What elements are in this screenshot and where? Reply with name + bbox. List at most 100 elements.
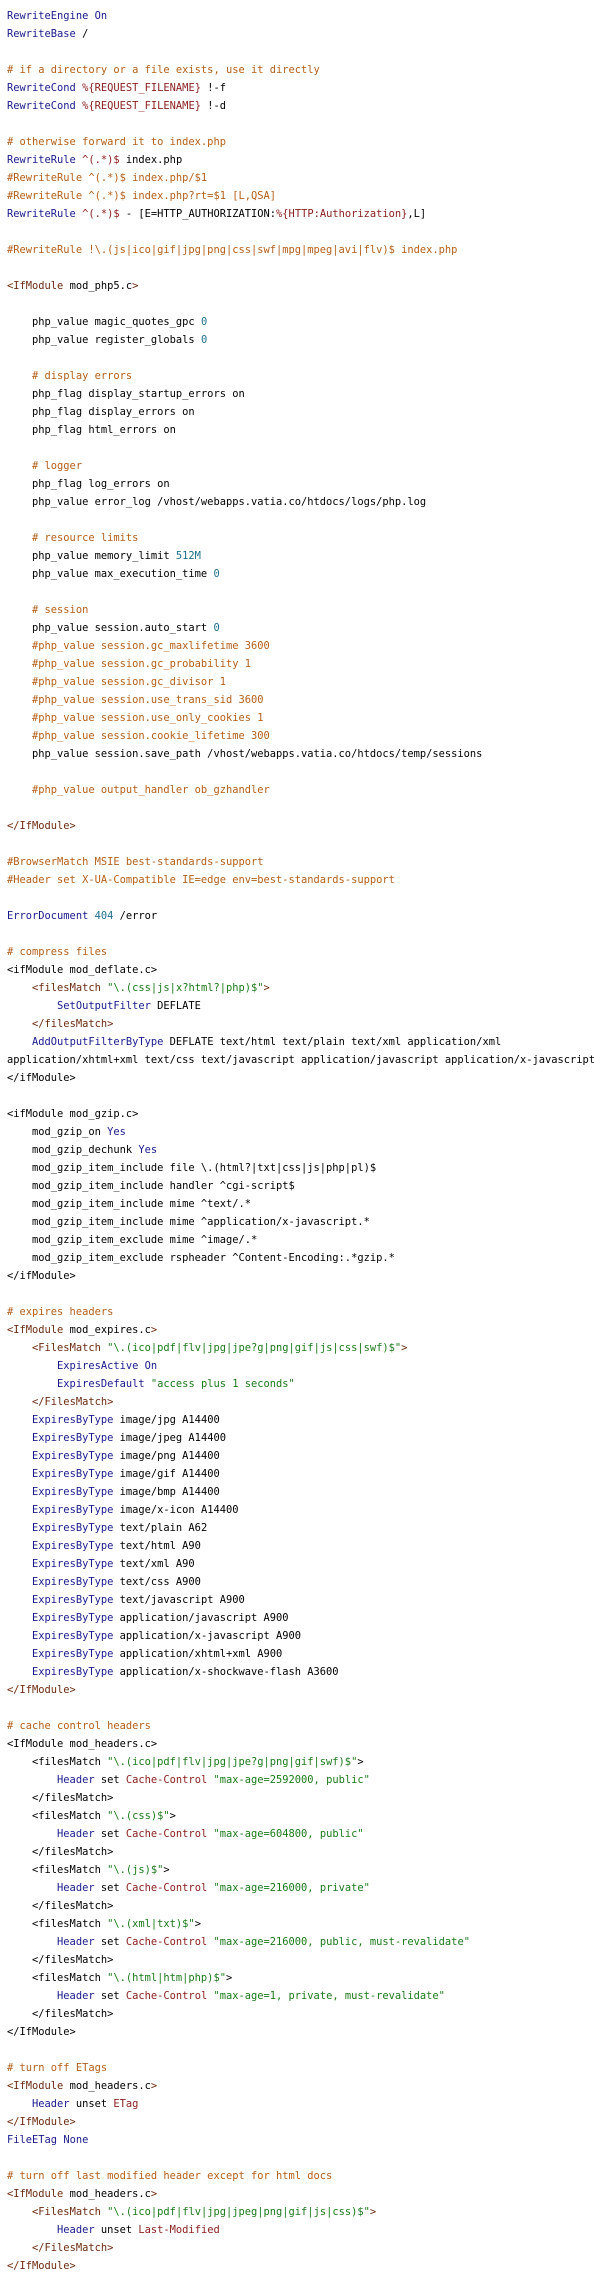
code-token bbox=[7, 2242, 32, 2254]
code-token: application/xhtml+xml text/css text/java… bbox=[7, 1054, 596, 1066]
code-token: ExpiresByType bbox=[32, 1666, 114, 1678]
code-token: </ifModule> bbox=[7, 1072, 76, 1084]
code-token: RewriteBase bbox=[7, 28, 76, 40]
code-token: set bbox=[94, 1990, 126, 2002]
code-token bbox=[7, 1486, 32, 1498]
code-line bbox=[7, 223, 600, 241]
code-token: "max-age=216000, public, must-revalidate… bbox=[213, 1936, 470, 1948]
code-line: Header set Cache-Control "max-age=604800… bbox=[7, 1825, 600, 1843]
code-token: <filesMatch bbox=[32, 982, 101, 994]
code-token bbox=[7, 1540, 32, 1552]
code-token bbox=[7, 1774, 57, 1786]
code-line: #BrowserMatch MSIE best-standards-suppor… bbox=[7, 853, 600, 871]
code-token: > bbox=[369, 2206, 377, 2218]
code-line: <IfModule mod_headers.c> bbox=[7, 2185, 600, 2203]
code-token: > bbox=[132, 280, 139, 292]
code-token: # turn off ETags bbox=[7, 2062, 108, 2074]
code-line: ExpiresActive On bbox=[7, 1357, 600, 1375]
code-token: php_value session.save_path /vhost/webap… bbox=[7, 748, 483, 760]
code-line bbox=[7, 799, 600, 817]
code-line: ExpiresByType image/jpg A14400 bbox=[7, 1411, 600, 1429]
code-token: %{REQUEST_FILENAME} bbox=[82, 100, 201, 112]
code-token: "\.(css)$" bbox=[107, 1810, 170, 1822]
code-line: #php_value session.gc_probability 1 bbox=[7, 655, 600, 673]
code-token bbox=[7, 2206, 32, 2218]
code-line: application/xhtml+xml text/css text/java… bbox=[7, 1051, 600, 1069]
code-token bbox=[7, 1612, 32, 1624]
code-line: <filesMatch "\.(ico|pdf|flv|jpg|jpe?g|pn… bbox=[7, 1753, 600, 1771]
code-line: <filesMatch "\.(css)$"> bbox=[7, 1807, 600, 1825]
code-token: "\.(css|js|x?html?|php)$" bbox=[107, 982, 264, 994]
code-line: mod_gzip_on Yes bbox=[7, 1123, 600, 1141]
code-token: #php_value session.gc_divisor 1 bbox=[7, 676, 226, 688]
code-token: %{REQUEST_FILENAME} bbox=[82, 82, 201, 94]
code-line: #php_value session.gc_divisor 1 bbox=[7, 673, 600, 691]
code-line: php_flag display_errors on bbox=[7, 403, 600, 421]
code-token: !-d bbox=[200, 100, 226, 112]
code-token: 512M bbox=[175, 550, 201, 562]
code-token: #php_value session.cookie_lifetime 300 bbox=[7, 730, 270, 742]
code-token: RewriteEngine bbox=[7, 10, 89, 22]
code-line: </filesMatch> bbox=[7, 1897, 600, 1915]
code-line: SetOutputFilter DEFLATE bbox=[7, 997, 600, 1015]
code-line: </FilesMatch> bbox=[7, 1393, 600, 1411]
code-token: <FilesMatch bbox=[32, 1342, 101, 1354]
code-line bbox=[7, 349, 600, 367]
code-line bbox=[7, 259, 600, 277]
code-token: > bbox=[357, 1756, 364, 1768]
code-token: php_value error_log /vhost/webapps.vatia… bbox=[7, 496, 427, 508]
code-line: #php_value session.use_only_cookies 1 bbox=[7, 709, 600, 727]
code-token: application/x-javascript A900 bbox=[113, 1630, 302, 1642]
code-token: > bbox=[401, 1342, 408, 1354]
code-line: </ifModule> bbox=[7, 1069, 600, 1087]
code-token: "max-age=216000, private" bbox=[213, 1882, 370, 1894]
code-token: RewriteRule bbox=[7, 208, 76, 220]
code-line: </IfModule> bbox=[7, 2023, 600, 2041]
code-line: ExpiresByType text/css A900 bbox=[7, 1573, 600, 1591]
code-token: <ifModule mod_gzip.c> bbox=[7, 1108, 139, 1120]
code-token bbox=[7, 1468, 32, 1480]
code-line: ExpiresByType text/xml A90 bbox=[7, 1555, 600, 1573]
code-token: <IfModule bbox=[7, 280, 64, 292]
code-line: # turn off last modified header except f… bbox=[7, 2167, 600, 2185]
code-token: image/png A14400 bbox=[113, 1450, 220, 1462]
code-token bbox=[7, 1630, 32, 1642]
code-line: ErrorDocument 404 /error bbox=[7, 907, 600, 925]
code-token: ExpiresByType bbox=[32, 1612, 114, 1624]
code-token: #php_value output_handler ob_gzhandler bbox=[7, 784, 270, 796]
code-token bbox=[7, 1522, 32, 1534]
code-token: php_value memory_limit bbox=[7, 550, 176, 562]
code-token bbox=[7, 1018, 32, 1030]
code-token: # expires headers bbox=[7, 1306, 114, 1318]
code-line: ExpiresByType text/html A90 bbox=[7, 1537, 600, 1555]
code-token: Header bbox=[57, 2224, 95, 2236]
code-token: mod_headers.c bbox=[63, 2188, 151, 2200]
code-token: <filesMatch bbox=[7, 1972, 108, 1984]
code-token: image/jpeg A14400 bbox=[113, 1432, 226, 1444]
code-token: mod_gzip_item_include handler ^cgi-scrip… bbox=[7, 1180, 295, 1192]
code-token bbox=[7, 2098, 32, 2110]
code-token: php_value max_execution_time bbox=[7, 568, 214, 580]
code-line bbox=[7, 925, 600, 943]
code-token: > bbox=[263, 982, 270, 994]
code-line: RewriteEngine On bbox=[7, 7, 600, 25]
code-token: "max-age=1, private, must-revalidate" bbox=[213, 1990, 445, 2002]
code-line: php_flag log_errors on bbox=[7, 475, 600, 493]
code-token: Last-Modified bbox=[138, 2224, 220, 2236]
code-line: <IfModule mod_php5.c> bbox=[7, 277, 600, 295]
code-line: </IfModule> bbox=[7, 2257, 600, 2275]
code-line bbox=[7, 115, 600, 133]
code-token: mod_gzip_item_include file \.(html?|txt|… bbox=[7, 1162, 377, 1174]
code-token bbox=[7, 1936, 57, 1948]
code-token: RewriteRule bbox=[7, 154, 76, 166]
code-token: ExpiresByType bbox=[32, 1594, 114, 1606]
code-token: <IfModule bbox=[7, 2188, 64, 2200]
code-token: "\.(ico|pdf|flv|jpg|jpe?g|png|gif|swf)$" bbox=[107, 1756, 358, 1768]
code-token bbox=[7, 1378, 57, 1390]
code-line: ExpiresDefault "access plus 1 seconds" bbox=[7, 1375, 600, 1393]
code-token: Cache-Control bbox=[125, 1774, 208, 1786]
code-line: ExpiresByType application/xhtml+xml A900 bbox=[7, 1645, 600, 1663]
code-token: php_flag display_startup_errors on bbox=[7, 388, 245, 400]
code-line: </filesMatch> bbox=[7, 1951, 600, 1969]
code-token: FileETag bbox=[7, 2134, 58, 2146]
